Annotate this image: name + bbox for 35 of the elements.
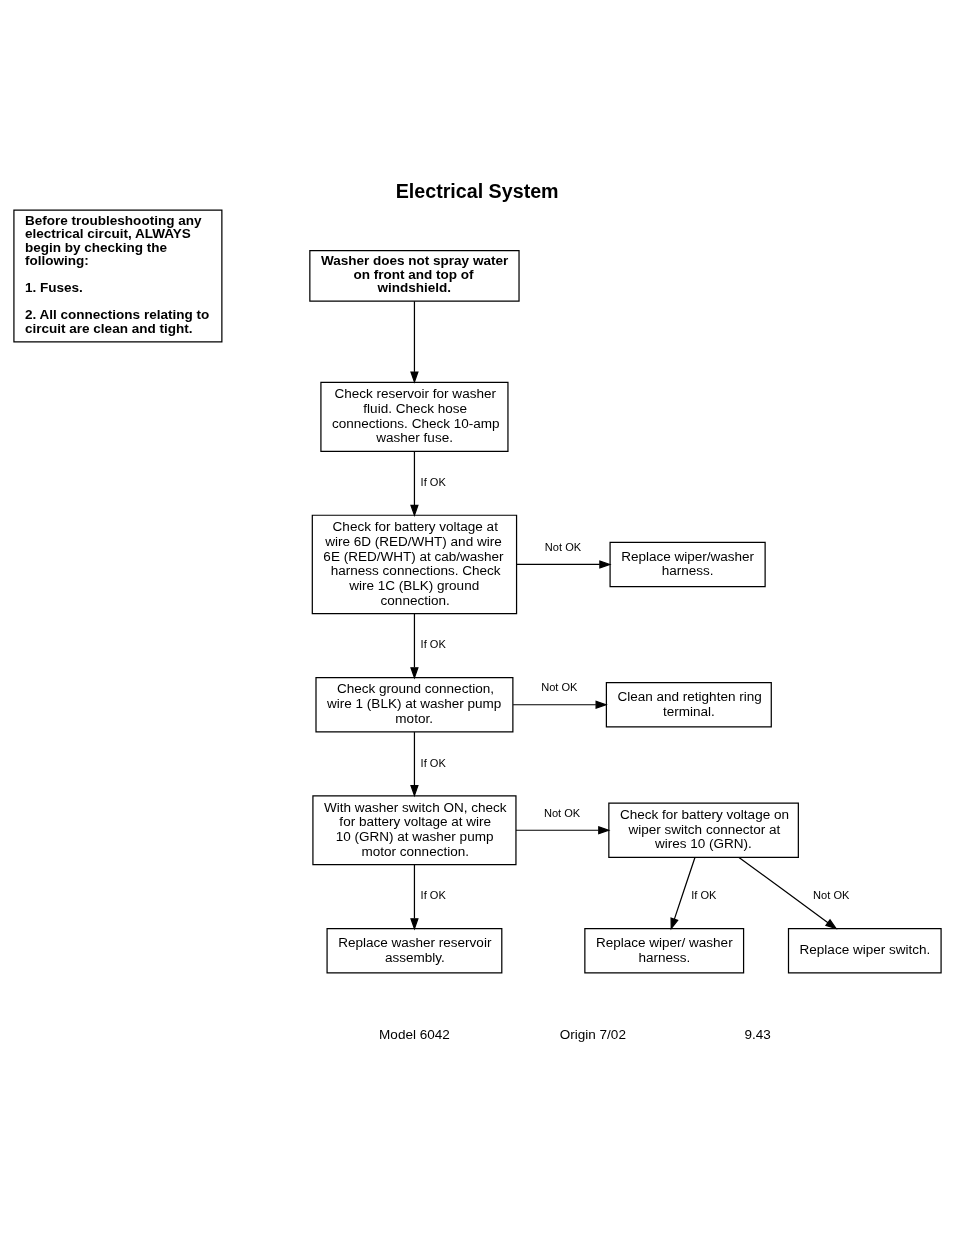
arrow	[515, 559, 612, 569]
diagram-title: Electrical System	[395, 179, 559, 202]
arrow	[514, 825, 610, 835]
edge-label: Not OK	[544, 540, 581, 553]
arrow	[409, 863, 419, 930]
edge-label: Not OK	[812, 888, 849, 901]
node-box: Check reservoir for washer fluid. Check hose connections. Check 10-amp washer fuse.	[319, 381, 509, 452]
node-box: Check for battery voltage at wire 6D (RED/WHT) and wire 6E (RED/WHT) at cab/washer harness connections. Check wire 1C (BLK) ground connection.	[311, 514, 517, 614]
arrow	[409, 612, 419, 679]
edge-label: If OK	[420, 475, 446, 488]
node-box: Replace wiper/ washer harness.	[583, 927, 744, 974]
edge-label: Not OK	[540, 680, 577, 693]
arrow	[409, 300, 419, 384]
node-box: Check ground connection, wire 1 (BLK) at washer pump motor.	[314, 676, 513, 732]
label: 9.43	[744, 1026, 771, 1042]
node-box: Washer does not spray water on front and top of windshield.	[308, 249, 520, 302]
arrow	[409, 730, 419, 797]
edge-label: If OK	[690, 888, 717, 901]
node-box: Clean and retighten ring terminal.	[605, 681, 772, 727]
node-box: Check for battery voltage on wiper switch connector at wires 10 (GRN).	[607, 802, 799, 858]
arrow	[512, 699, 608, 709]
label: Model 6042	[378, 1026, 450, 1042]
node-box: Replace wiper/washer harness.	[608, 541, 766, 587]
arrow	[737, 856, 837, 930]
arrow	[409, 450, 419, 517]
edge-label: If OK	[420, 637, 446, 650]
node-box: With washer switch ON, check for battery voltage at wire 10 (GRN) at washer pump motor connection.	[311, 794, 517, 865]
edge-label: If OK	[420, 756, 446, 769]
edge-label: Not OK	[543, 806, 580, 819]
node-box: Before troubleshooting any electrical circuit, ALWAYS begin by checking the following: 1. Fuses. 2. All connections relating to circuit are clean and tight.	[12, 209, 222, 342]
edge-label: If OK	[420, 888, 446, 901]
node-box: Replace washer reservoir assembly.	[325, 927, 502, 974]
node-box: Replace wiper switch.	[787, 927, 942, 974]
arrow	[669, 856, 695, 930]
label: Origin 7/02	[559, 1026, 626, 1042]
